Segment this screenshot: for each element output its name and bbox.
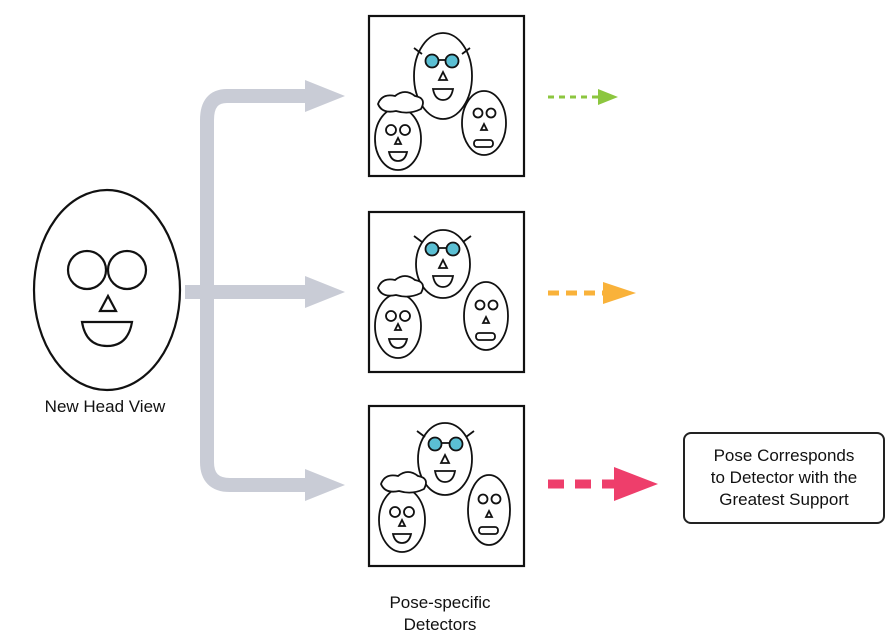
detectors-label-line-2: Detectors	[403, 615, 477, 634]
result-line-1: Pose Corresponds	[713, 446, 855, 465]
pose-detector-2	[367, 210, 526, 374]
result-box: Pose Corresponds to Detector with the Gr…	[683, 432, 885, 524]
pose-detector-3	[367, 404, 526, 568]
support-arrow-low	[548, 89, 618, 105]
branch-arrowheads	[305, 80, 345, 501]
result-line-2: to Detector with the	[710, 468, 858, 487]
new-head-view-face	[32, 188, 182, 392]
result-text: Pose Corresponds to Detector with the Gr…	[711, 445, 857, 511]
branch-arrows	[185, 89, 310, 492]
support-arrow-high	[548, 467, 658, 501]
pose-specific-detectors-label: Pose-specific Detectors	[340, 592, 540, 636]
support-arrow-mid	[548, 282, 636, 304]
new-head-view-label: New Head View	[44, 397, 166, 416]
result-line-3: Greatest Support	[719, 490, 849, 509]
pose-detector-1	[367, 14, 526, 178]
detectors-label-line-1: Pose-specific	[389, 593, 491, 612]
